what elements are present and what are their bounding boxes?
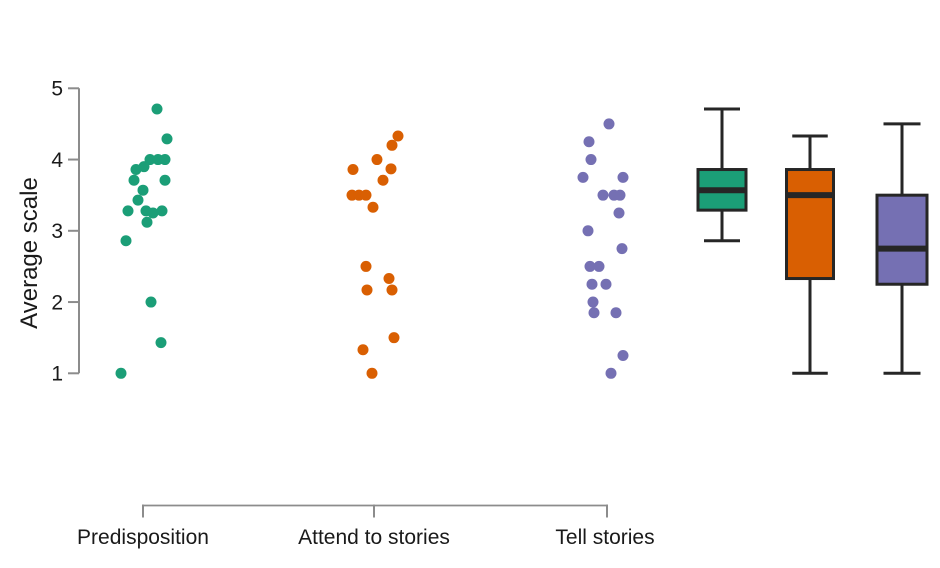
data-point xyxy=(377,174,389,186)
group-label-attend-to-stories: Attend to stories xyxy=(298,526,450,549)
data-point xyxy=(616,243,628,255)
data-point xyxy=(360,260,372,272)
data-point xyxy=(585,154,597,166)
data-point xyxy=(361,284,373,296)
data-point xyxy=(597,189,609,201)
data-point xyxy=(159,174,171,186)
data-point xyxy=(347,164,359,176)
data-point xyxy=(603,118,615,130)
data-point xyxy=(371,154,383,166)
data-point xyxy=(605,367,617,379)
data-point xyxy=(586,278,598,290)
data-point xyxy=(386,284,398,296)
data-point xyxy=(155,337,167,349)
data-point xyxy=(588,307,600,319)
data-point xyxy=(610,307,622,319)
data-point xyxy=(128,174,140,186)
data-point xyxy=(115,367,127,379)
data-point xyxy=(388,332,400,344)
data-point xyxy=(147,207,159,219)
data-point xyxy=(145,296,157,308)
y-axis-title: Average scale xyxy=(16,177,43,329)
data-point xyxy=(583,136,595,148)
data-point xyxy=(600,278,612,290)
data-point xyxy=(141,216,153,228)
data-point xyxy=(386,139,398,151)
data-point xyxy=(161,133,173,145)
data-point xyxy=(357,344,369,356)
data-point xyxy=(614,189,626,201)
data-point xyxy=(593,260,605,272)
data-point xyxy=(151,103,163,115)
y-tick-label: 1 xyxy=(51,363,63,386)
data-point xyxy=(392,130,404,142)
group-label-predisposition: Predisposition xyxy=(77,526,209,549)
data-point xyxy=(577,171,589,183)
y-tick-label: 4 xyxy=(51,149,63,172)
data-point xyxy=(613,207,625,219)
data-point xyxy=(137,184,149,196)
data-point xyxy=(360,189,372,201)
boxplot-box xyxy=(875,193,929,286)
data-point xyxy=(122,205,134,217)
data-point xyxy=(366,367,378,379)
group-label-tell-stories: Tell stories xyxy=(555,526,655,549)
data-point xyxy=(120,235,132,247)
y-tick-label: 5 xyxy=(51,78,63,101)
data-point xyxy=(584,260,596,272)
data-point xyxy=(617,171,629,183)
data-point xyxy=(617,349,629,361)
data-point xyxy=(138,161,150,173)
data-point xyxy=(132,194,144,206)
y-tick-label: 2 xyxy=(51,291,63,314)
data-point xyxy=(582,225,594,237)
data-point xyxy=(383,273,395,285)
data-point xyxy=(159,154,171,166)
boxplot-box xyxy=(785,168,835,281)
data-point xyxy=(156,205,168,217)
data-point xyxy=(385,163,397,175)
y-tick-label: 3 xyxy=(51,220,63,243)
data-point xyxy=(587,296,599,308)
data-point xyxy=(367,201,379,213)
